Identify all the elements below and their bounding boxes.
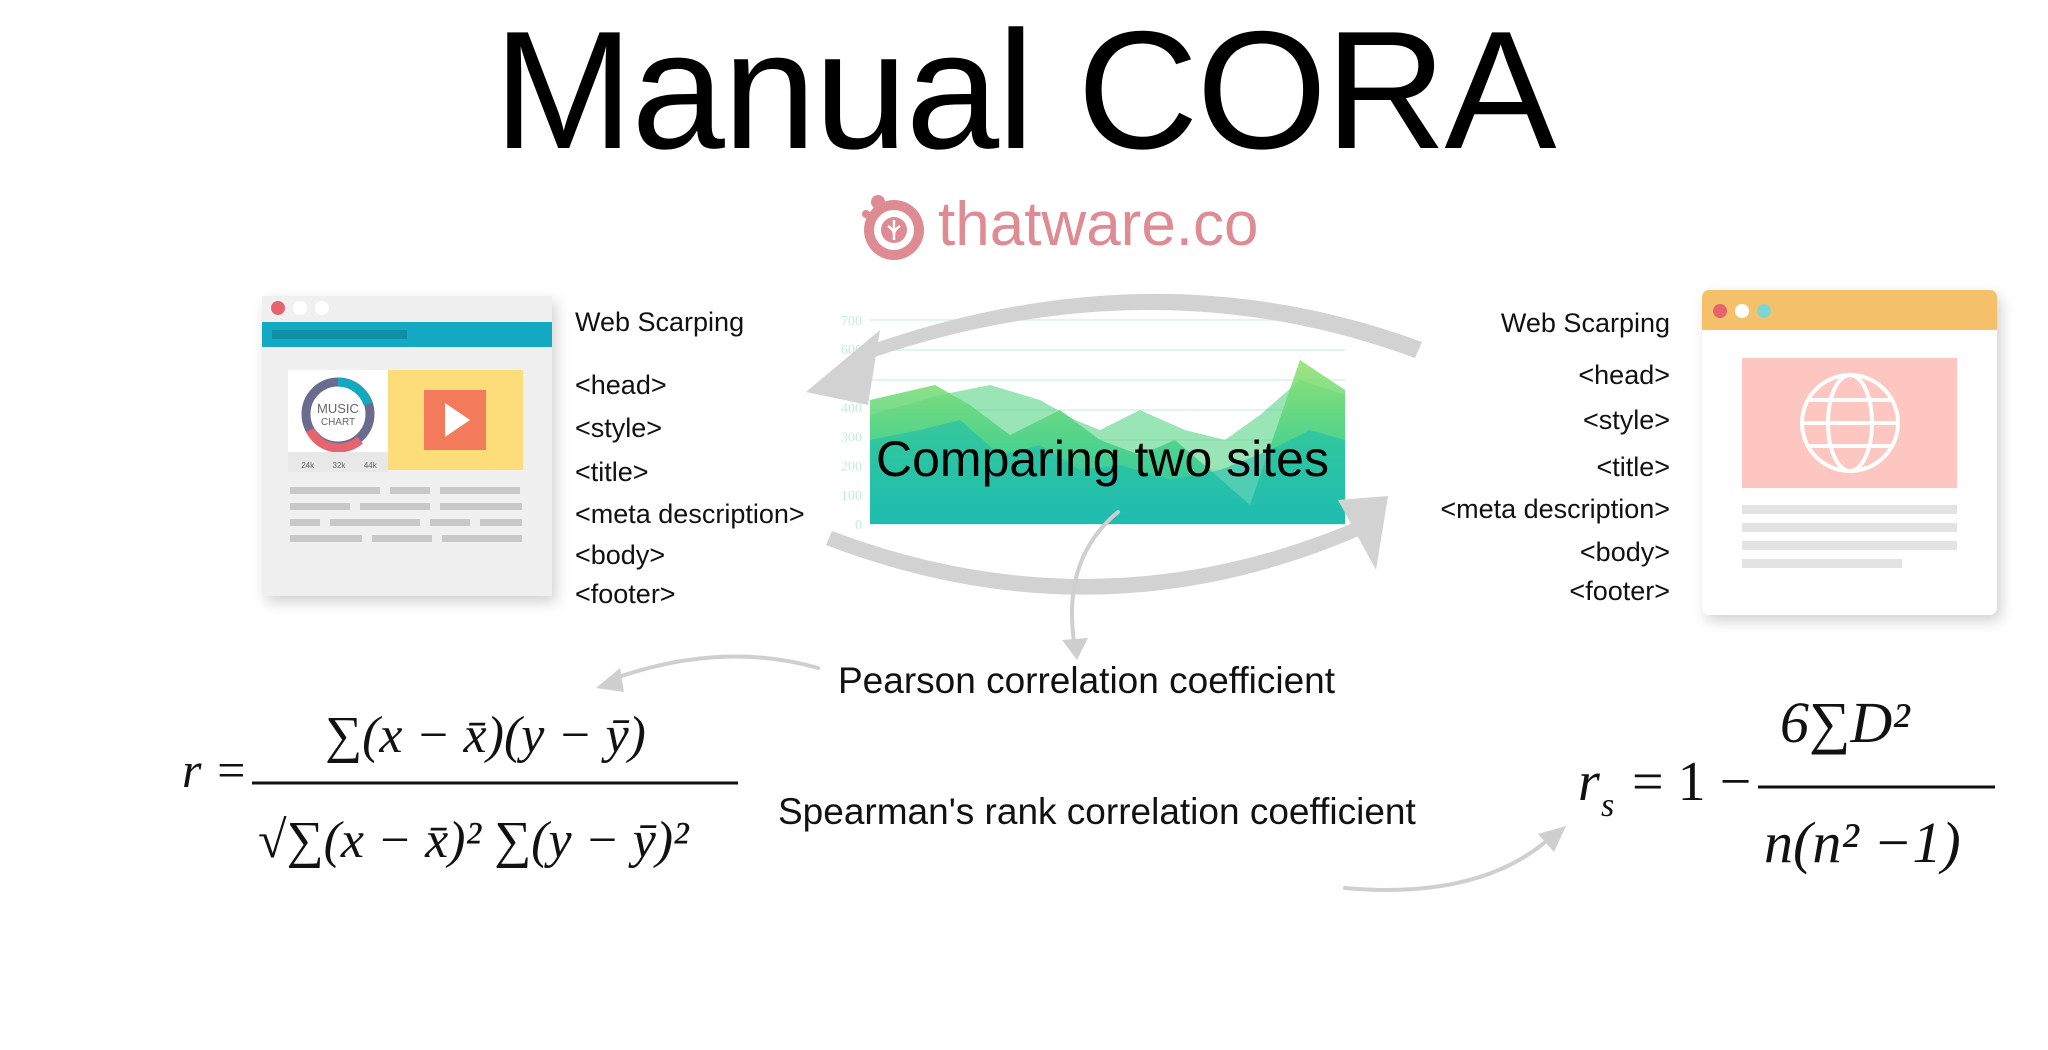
- pearson-denominator: √∑(x − x̄)² ∑(y − ȳ)²: [258, 812, 690, 869]
- left-tag: <meta description>: [575, 499, 805, 529]
- pearson-label: Pearson correlation coefficient: [838, 660, 1336, 701]
- widget-stats: 24k 32k 44k: [292, 461, 386, 470]
- widget-stat: 32k: [332, 461, 346, 470]
- compare-arrows: [806, 293, 1422, 595]
- chart-tick-label: 200: [841, 460, 862, 475]
- left-site-tags: Web Scarping <head> <style> <title> <met…: [575, 300, 895, 620]
- chart-tick-label: 0: [855, 518, 862, 533]
- left-tag: <title>: [575, 457, 649, 487]
- center-area-chart: 7006005004003002001000: [841, 314, 1345, 533]
- brand-logo: thatware.co: [858, 186, 1259, 266]
- widget-line1: MUSIC: [317, 401, 359, 416]
- right-site-tags: Web Scarping <head> <style> <title> <met…: [1370, 300, 1670, 620]
- widget-line2: CHART: [320, 417, 356, 428]
- left-site-mockup: [262, 296, 552, 596]
- pearson-formula: r = ∑(x − x̄)(y − ȳ) √∑(x − x̄)² ∑(y − ȳ…: [182, 707, 738, 869]
- spearman-formula: r s = 1 − 6∑D² n(n² −1): [1578, 690, 1995, 875]
- widget-stat: 24k: [301, 461, 315, 470]
- left-tag: <style>: [575, 413, 663, 443]
- compare-label: Comparing two sites: [876, 431, 1329, 487]
- right-heading: Web Scarping: [1500, 308, 1670, 338]
- right-tag: <head>: [1578, 360, 1670, 390]
- music-chart-widget: MUSIC CHART: [305, 402, 371, 430]
- right-tag: <meta description>: [1440, 494, 1670, 524]
- right-tag: <footer>: [1569, 576, 1670, 606]
- right-tag: <style>: [1582, 405, 1670, 435]
- spearman-eq: = 1 −: [1632, 751, 1751, 813]
- globe-icon: [1800, 373, 1900, 473]
- chart-tick-label: 400: [841, 401, 862, 416]
- thin-arrowheads: [596, 638, 1566, 852]
- left-tag: <body>: [575, 540, 666, 570]
- left-heading: Web Scarping: [575, 307, 745, 337]
- spearman-lhs: r: [1578, 751, 1600, 813]
- right-tag: <title>: [1596, 452, 1670, 482]
- spearman-label: Spearman's rank correlation coefficient: [778, 791, 1416, 832]
- right-site-mockup: [1702, 290, 1997, 615]
- widget-stat: 44k: [363, 461, 377, 470]
- thin-arrows: [608, 510, 1552, 892]
- spearman-denominator: n(n² −1): [1764, 810, 1961, 875]
- right-tag: <body>: [1579, 537, 1670, 567]
- pearson-numerator: ∑(x − x̄)(y − ȳ): [325, 707, 646, 764]
- page-title: Manual CORA: [493, 0, 1556, 184]
- chart-tick-label: 700: [841, 314, 862, 329]
- spearman-sub: s: [1601, 787, 1614, 824]
- spearman-numerator: 6∑D²: [1780, 690, 1911, 755]
- brand-name: thatware.co: [938, 190, 1259, 259]
- chart-tick-label: 100: [841, 489, 862, 504]
- left-tag: <footer>: [575, 579, 676, 609]
- chart-tick-label: 300: [841, 431, 862, 446]
- pearson-lhs: r =: [182, 742, 248, 798]
- brand-icon: [862, 195, 924, 260]
- left-tag: <head>: [575, 370, 667, 400]
